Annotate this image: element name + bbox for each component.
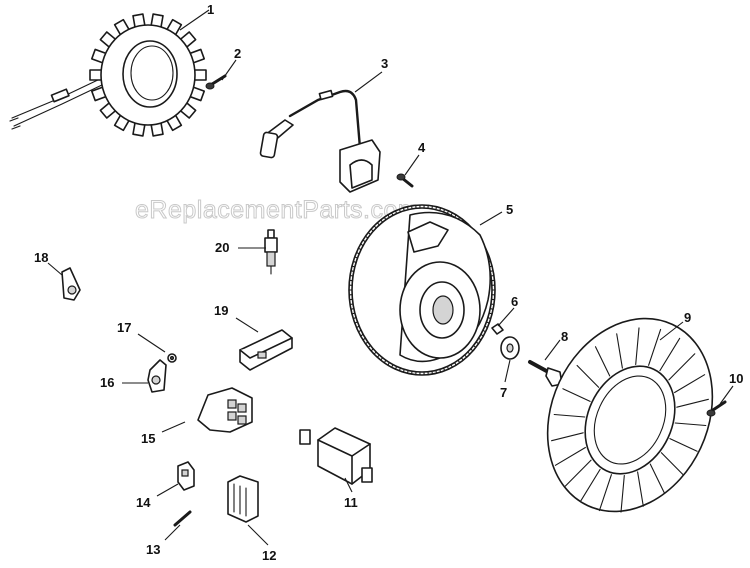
callout-11: 11	[344, 495, 358, 510]
callout-6: 6	[511, 294, 518, 309]
part-11-relay[interactable]	[299, 427, 373, 485]
callout-7: 7	[500, 385, 507, 400]
callout-labels: 1 2 3 4 5 6 7 8 9 10 11 12 13 14 15 16 1…	[34, 2, 743, 563]
callout-9: 9	[684, 310, 691, 325]
part-14-plug[interactable]	[177, 461, 195, 491]
part-20-spark-plug[interactable]	[264, 229, 278, 275]
part-16-clip[interactable]	[147, 359, 167, 393]
part-10-screw[interactable]	[706, 400, 727, 417]
part-19-terminal[interactable]	[239, 329, 293, 371]
leader-lines	[47, 9, 734, 546]
part-9-fan-housing[interactable]	[517, 291, 743, 538]
part-6-key[interactable]	[491, 323, 504, 335]
callout-17: 17	[117, 320, 131, 335]
part-7-washer[interactable]	[500, 336, 520, 360]
part-2-screw[interactable]	[205, 74, 227, 90]
callout-8: 8	[561, 329, 568, 344]
callout-19: 19	[214, 303, 228, 318]
callout-16: 16	[100, 375, 114, 390]
part-5-flywheel[interactable]	[348, 204, 496, 376]
callout-18: 18	[34, 250, 48, 265]
part-1-stator[interactable]	[9, 13, 207, 137]
callout-12: 12	[262, 548, 276, 563]
callout-1: 1	[207, 2, 214, 17]
callout-15: 15	[141, 431, 155, 446]
callout-20: 20	[215, 240, 229, 255]
part-3-ignition-module[interactable]	[259, 89, 381, 193]
part-15-connector[interactable]	[197, 387, 253, 433]
part-12-rectifier[interactable]	[227, 475, 259, 523]
part-4-screw[interactable]	[396, 173, 414, 188]
callout-2: 2	[234, 46, 241, 61]
callout-4: 4	[418, 140, 426, 155]
callout-3: 3	[381, 56, 388, 71]
callout-13: 13	[146, 542, 160, 557]
part-18-clamp[interactable]	[61, 267, 81, 301]
watermark: eReplacementParts.com	[135, 196, 419, 224]
part-17-nut[interactable]	[167, 353, 177, 363]
callout-14: 14	[136, 495, 151, 510]
part-13-screw[interactable]	[173, 510, 192, 527]
callout-10: 10	[729, 371, 743, 386]
part-8-bolt[interactable]	[528, 360, 563, 387]
callout-5: 5	[506, 202, 513, 217]
